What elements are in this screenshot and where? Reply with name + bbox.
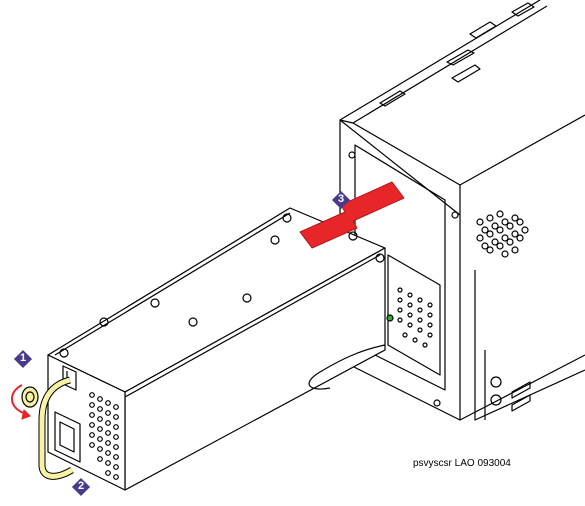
ps2-port-purple: [490, 394, 502, 406]
psu-front-vent: [89, 392, 119, 480]
ps2-port-green: [490, 376, 502, 388]
rotation-arrow-head: [21, 409, 31, 420]
thumbscrew: [21, 386, 39, 408]
removal-arrow: [299, 181, 405, 249]
psu-bay-fan: [387, 254, 441, 376]
step-3-number: 3: [337, 193, 345, 205]
step-3-callout: 3: [331, 190, 351, 210]
rotation-arrow: [11, 384, 27, 415]
step-1-number: 1: [19, 352, 27, 364]
figure-caption: psvyscsr LAO 093004: [413, 458, 511, 469]
status-led: [386, 314, 394, 322]
step-1-callout: 1: [13, 349, 33, 369]
step-2-number: 2: [77, 480, 85, 492]
handle: [39, 377, 74, 479]
step-2-callout: 2: [71, 477, 91, 497]
power-supply-module: [21, 207, 394, 491]
chassis-vent-holes: [476, 210, 529, 258]
